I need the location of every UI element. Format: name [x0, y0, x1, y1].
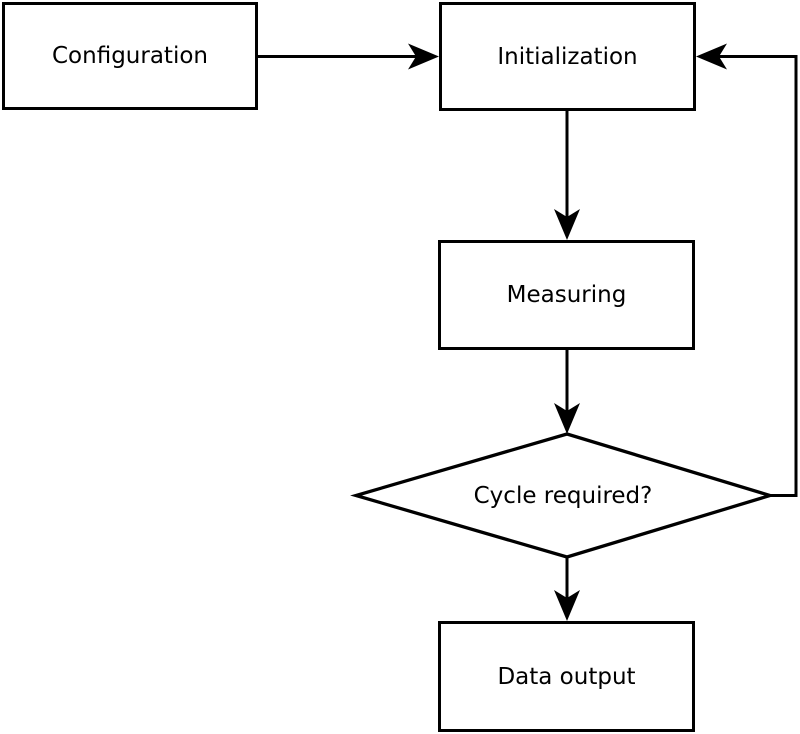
arrowhead-into-measuring	[554, 209, 580, 240]
node-initialization: Initialization	[439, 2, 696, 111]
arrowhead-into-initialization-right	[696, 43, 727, 70]
node-data-output: Data output	[438, 621, 695, 732]
arrowhead-into-data-output	[554, 590, 580, 621]
node-configuration: Configuration	[2, 2, 258, 110]
arrowhead-into-initialization-left	[408, 43, 439, 70]
node-measuring-label: Measuring	[506, 282, 627, 308]
arrowhead-into-decision	[554, 403, 580, 434]
node-data-output-label: Data output	[497, 663, 636, 690]
node-configuration-label: Configuration	[52, 43, 208, 69]
node-decision-label: Cycle required?	[473, 482, 653, 509]
node-decision: Cycle required?	[356, 434, 770, 557]
node-initialization-label: Initialization	[497, 43, 638, 70]
node-measuring: Measuring	[438, 240, 695, 350]
edge-decision-loop-back-to-initialization	[718, 55, 798, 497]
